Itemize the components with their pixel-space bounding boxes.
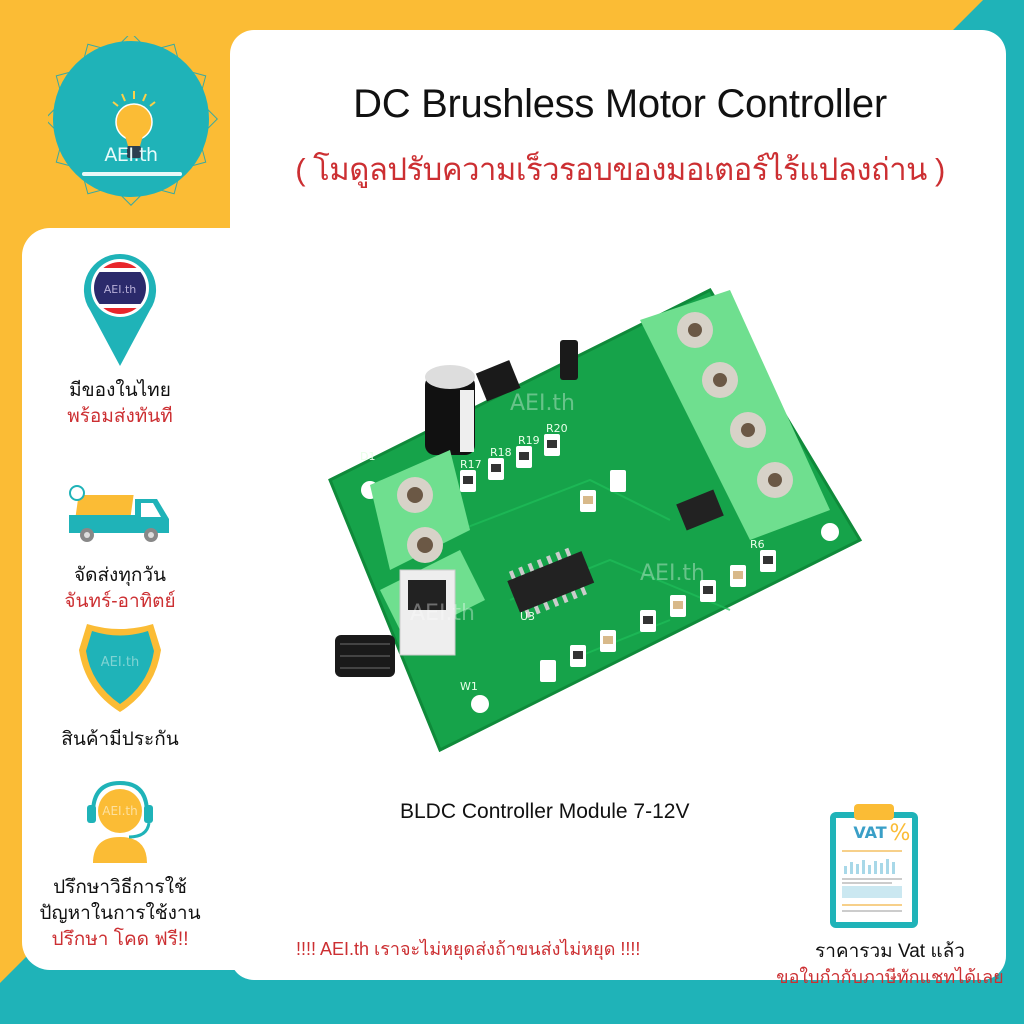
svg-text:U3: U3 — [520, 610, 535, 623]
svg-text:AEI.th: AEI.th — [102, 804, 137, 818]
slogan-text: !!!! AEI.th เราจะไม่หยุดส่งถ้าขนส่งไม่หย… — [296, 939, 641, 959]
svg-text:AEI.th: AEI.th — [640, 561, 705, 586]
tax-invoice-text: ขอใบกำกับภาษีทักแชทได้เลย — [776, 967, 1004, 987]
feature-line1: ปรึกษาวิธีการใช้ — [53, 877, 187, 898]
svg-text:R18: R18 — [490, 446, 512, 459]
svg-text:D1: D1 — [360, 450, 375, 463]
brand-logo: AEI.th — [48, 36, 218, 206]
svg-text:R17: R17 — [460, 458, 482, 471]
feature-warranty: AEI.th สินค้ามีประกัน — [30, 620, 210, 753]
svg-text:R19: R19 — [518, 434, 540, 447]
logo-text: AEI.th — [104, 144, 158, 166]
location-pin-thai-flag-icon: AEI.th — [83, 253, 157, 366]
feature-line1: สินค้ามีประกัน — [61, 729, 179, 750]
feature-consulting: AEI.th ปรึกษาวิธีการใช้ ปัญหาในการใช้งาน… — [30, 775, 210, 953]
svg-text:AEI.th: AEI.th — [510, 391, 575, 416]
svg-text:AEI.th: AEI.th — [101, 655, 139, 670]
svg-text:VAT: VAT — [853, 823, 886, 842]
headset-support-icon: AEI.th — [87, 780, 153, 863]
vat-included-text: ราคารวม Vat แล้ว — [815, 941, 965, 962]
product-caption: BLDC Controller Module 7-12V — [400, 800, 690, 823]
svg-text:R6: R6 — [750, 538, 765, 551]
svg-text:AEI.th: AEI.th — [410, 601, 475, 626]
product-image-pcb: D1 R17 R18 R19 R20 U3 W1 R6 AEI.th AEI.t… — [328, 288, 863, 753]
vat-clipboard-icon: VAT % — [830, 804, 918, 928]
feature-daily-shipping: จัดส่งทุกวัน จันทร์-อาทิตย์ — [30, 485, 210, 615]
feature-in-stock: AEI.th มีของในไทย พร้อมส่งทันที — [30, 250, 210, 430]
lightbulb-icon — [112, 91, 156, 158]
feature-line1: จัดส่งทุกวัน — [73, 565, 167, 586]
feature-line1: มีของในไทย — [69, 380, 171, 401]
svg-text:%: % — [890, 821, 911, 846]
feature-line1b: ปัญหาในการใช้งาน — [39, 903, 201, 924]
page-title: DC Brushless Motor Controller — [353, 82, 887, 126]
feature-line2: พร้อมส่งทันที — [67, 406, 173, 427]
svg-text:AEI.th: AEI.th — [104, 283, 137, 296]
delivery-truck-icon — [69, 485, 169, 542]
svg-text:R20: R20 — [546, 422, 568, 435]
svg-text:W1: W1 — [460, 680, 478, 693]
feature-panel — [22, 228, 322, 970]
feature-line2: ปรึกษา โคด ฟรี!! — [51, 929, 189, 950]
feature-line2: จันทร์-อาทิตย์ — [64, 591, 176, 612]
page-subtitle: ( โมดูลปรับความเร็วรอบของมอเตอร์ไร้แปลงถ… — [295, 152, 945, 187]
shield-icon: AEI.th — [79, 624, 161, 712]
logo-underline — [82, 172, 182, 176]
